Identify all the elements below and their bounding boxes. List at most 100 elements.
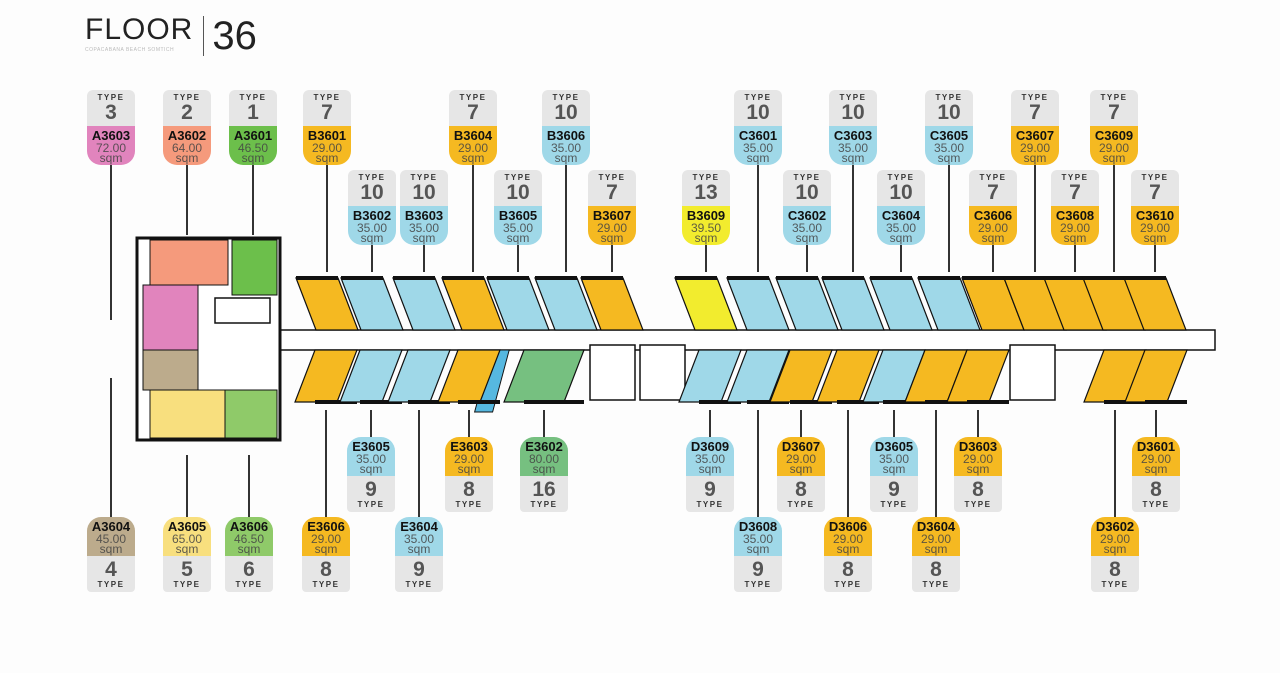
unit-measure: sqm [1103,541,1127,556]
leader-line [800,410,802,437]
type-number: 7 [987,181,999,204]
type-number: 8 [972,478,984,501]
leader-line [709,410,711,437]
type-number: 8 [1109,558,1121,581]
unit-area: 35.00 [408,220,440,235]
unit-measure: sqm [175,541,199,556]
type-label: TYPE [979,173,1007,182]
leader-line [847,410,849,517]
type-label: TYPE [552,93,580,102]
unit-A3602[interactable] [149,239,229,286]
unit-A3605[interactable] [149,389,226,439]
unit-E3602[interactable] [503,349,585,403]
floor-number: 36 [212,14,257,58]
unit-measure: sqm [314,541,338,556]
type-label: TYPE [887,173,915,182]
unit-A3603[interactable] [142,284,199,351]
unit-A3604[interactable] [142,349,199,391]
unit-measure: sqm [407,541,431,556]
unit-code: D3602 [1095,518,1135,534]
unit-area: 29.00 [1140,451,1172,466]
type-number: 10 [506,181,530,204]
unit-area: 80.00 [528,451,560,466]
unit-A3606[interactable] [224,389,278,439]
unit-B3609[interactable] [674,277,738,331]
unit-area: 29.00 [832,531,864,546]
type-number: 13 [694,181,718,204]
type-number: 7 [1029,101,1041,124]
leader-line [110,165,112,320]
unit-code: B3603 [404,207,444,223]
unit-measure: sqm [841,150,865,165]
unit-measure: sqm [981,230,1005,245]
type-label: TYPE [935,93,963,102]
unit-area: 29.00 [1098,140,1130,155]
type-label: TYPE [313,93,341,102]
unit-measure: sqm [1023,150,1047,165]
type-label: TYPE [504,173,532,182]
unit-A3601[interactable] [231,239,278,296]
unit-code: B3602 [352,207,392,223]
unit-measure: sqm [789,461,813,476]
type-label: TYPE [696,500,724,509]
type-number: 7 [321,101,333,124]
unit-measure: sqm [99,150,123,165]
stair-core [1009,344,1056,401]
type-number: 9 [413,558,425,581]
type-label: TYPE [173,93,201,102]
